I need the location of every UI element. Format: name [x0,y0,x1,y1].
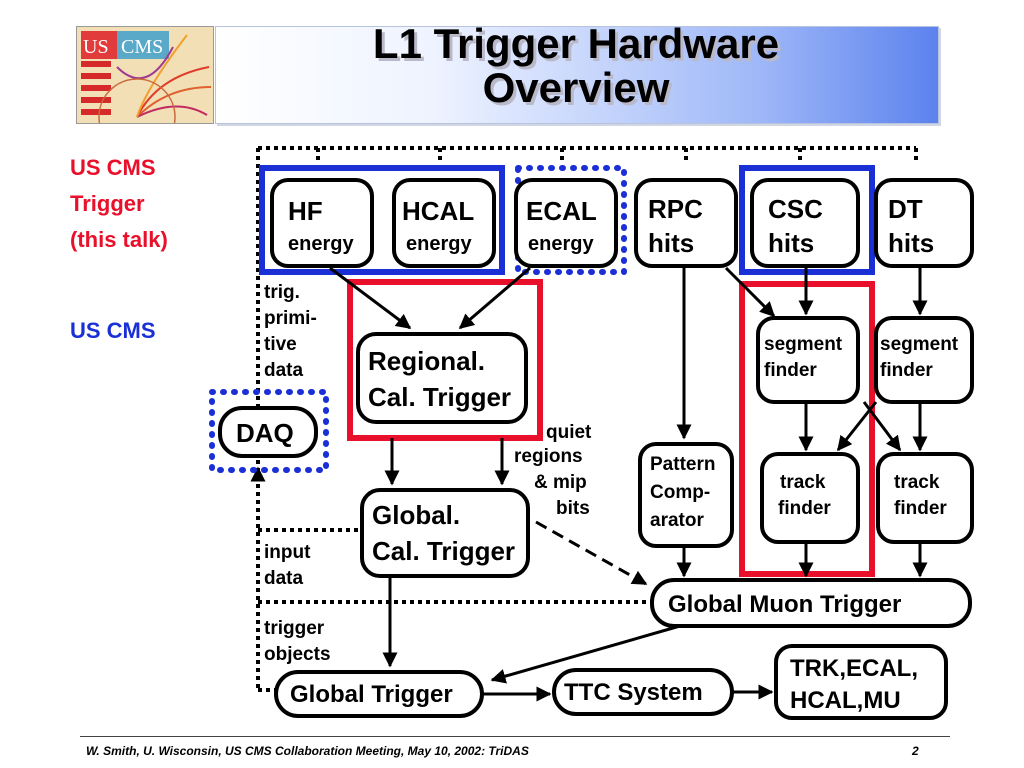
global-muon-label: Global Muon Trigger [668,591,901,618]
hf-box [270,178,374,268]
track-finder-csc-label-1: track [780,472,826,493]
ecal-label-2: energy [528,233,594,255]
pattern-comparator-label-3: arator [650,510,704,531]
dotted-frame-ecal [515,165,627,275]
input-data-label-1: input [264,542,311,563]
quiet-regions-label-3: & mip [534,472,587,493]
csc-label-2: hits [768,228,814,258]
quiet-regions-label-1: quiet [546,422,592,443]
footer-divider [80,736,950,737]
ecal-label-1: ECAL [526,196,597,226]
regional-cal-box [356,332,528,424]
side-label-blue: US CMS [70,318,156,343]
side-label-red-line-1: US CMS [70,155,156,180]
global-trigger-label: Global Trigger [290,681,453,708]
dt-label-2: hits [888,228,934,258]
quiet-regions-label-4: bits [556,498,590,519]
segment-finder-csc-label-2: finder [764,360,817,381]
regional-cal-label-2: Cal. Trigger [368,382,511,412]
hf-label-2: energy [288,233,354,255]
us-cms-logo-graphic: US CMS [77,27,213,123]
csc-label-1: CSC [768,194,823,224]
subsystems-box [774,644,948,720]
csc-box [750,178,860,268]
blue-frame-hf-hcal [259,165,505,275]
track-finder-csc-label-2: finder [778,498,831,519]
track-finder-dt-label-2: finder [894,498,947,519]
track-finder-dt-label-1: track [894,472,940,493]
rpc-box [634,178,738,268]
input-data-label-2: data [264,568,304,589]
segment-finder-dt-box [874,316,974,404]
page-title: L1 Trigger Hardware Overview [215,22,937,110]
segment-finder-csc-box [756,316,860,404]
global-muon-box [650,578,972,628]
trig-primitive-label-1: trig. [264,282,300,303]
trigger-objects-label-1: trigger [264,618,325,639]
title-banner [215,26,939,124]
trig-primitive-label-3: tive [264,334,297,355]
global-cal-box [360,488,530,578]
dotted-frame-daq [209,389,329,473]
side-label-red-line-3: (this talk) [70,227,168,252]
hcal-label-1: HCAL [402,196,474,226]
daq-box [218,406,318,458]
hf-label-1: HF [288,196,323,226]
segment-finder-dt-label-1: segment [880,334,959,355]
trig-primitive-label-2: primi- [264,308,317,329]
subsystems-label-2: HCAL,MU [790,687,901,714]
pattern-comparator-label-1: Pattern [650,454,715,475]
rpc-label-2: hits [648,228,694,258]
track-finder-csc-box [760,452,860,544]
flow-arrows [329,266,928,702]
quiet-regions-label-2: regions [514,446,583,467]
ecal-box [514,178,618,268]
global-cal-label-1: Global. [372,500,460,530]
dt-box [874,178,974,268]
regional-cal-label-1: Regional. [368,346,485,376]
subsystems-label-1: TRK,ECAL, [790,655,918,682]
hcal-box [392,178,496,268]
trigger-objects-label-2: objects [264,644,331,665]
footer-text: W. Smith, U. Wisconsin, US CMS Collabora… [86,744,529,758]
title-line-1: L1 Trigger Hardware [372,20,780,67]
pattern-comparator-label-2: Comp- [650,482,710,503]
red-frame-regional [347,279,543,441]
side-label-red-line-2: Trigger [70,191,145,216]
trig-primitive-label-4: data [264,360,304,381]
us-cms-logo: US CMS [76,26,214,124]
rpc-label-1: RPC [648,194,703,224]
readout-bus [256,146,918,692]
logo-text-us: US [83,36,109,58]
logo-text-cms: CMS [121,36,163,58]
segment-finder-csc-label-1: segment [764,334,843,355]
page-number: 2 [912,744,919,758]
title-line-2: Overview [482,64,670,111]
side-label-red: US CMS Trigger (this talk) [70,150,168,258]
flag-stripes [81,61,111,115]
particle-tracks [98,34,212,123]
pattern-comparator-box [638,442,734,548]
ttc-label: TTC System [564,679,703,706]
global-cal-label-2: Cal. Trigger [372,536,515,566]
segment-finder-dt-label-2: finder [880,360,933,381]
daq-label: DAQ [236,418,294,448]
dt-label-1: DT [888,194,923,224]
hcal-label-2: energy [406,233,472,255]
track-finder-dt-box [876,452,974,544]
quiet-regions-arrow [535,520,648,586]
